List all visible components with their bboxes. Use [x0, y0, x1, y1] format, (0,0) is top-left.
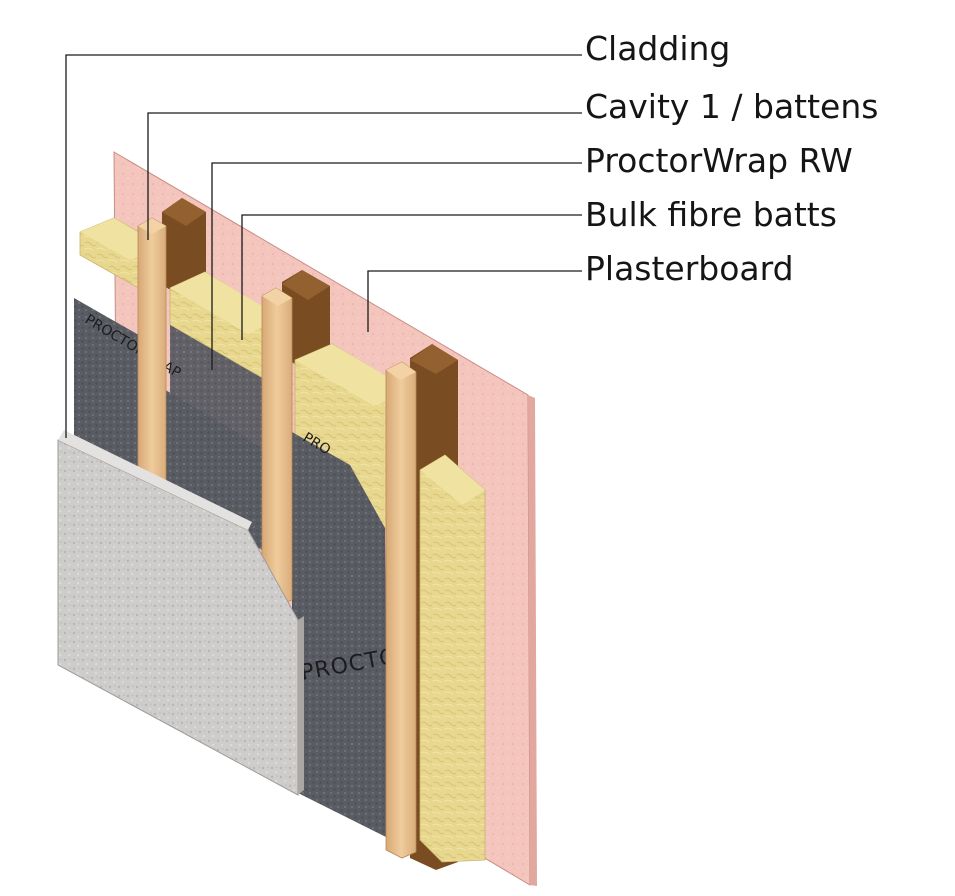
label-cavity-battens: Cavity 1 / battens	[585, 87, 879, 126]
batten-2	[261, 287, 293, 607]
label-cladding: Cladding	[585, 29, 731, 68]
proctorwrap-membrane	[74, 298, 388, 838]
label-plasterboard: Plasterboard	[585, 249, 794, 288]
leader-lines	[65, 54, 582, 438]
leader-cladding	[65, 54, 582, 438]
timber-stud-2	[282, 270, 330, 372]
timber-stud-1	[162, 198, 206, 299]
label-proctorwrap: ProctorWrap RW	[585, 141, 853, 180]
leader-batts	[241, 214, 582, 340]
batten-1	[137, 217, 167, 487]
leader-wrap	[211, 162, 582, 370]
batten-3	[385, 361, 417, 859]
insulation-batt-front	[419, 454, 486, 863]
label-bulk-fibre-batts: Bulk fibre batts	[585, 195, 837, 234]
cladding-panel	[57, 430, 304, 796]
leader-cavity	[147, 112, 582, 240]
leader-plasterboard	[367, 270, 582, 332]
